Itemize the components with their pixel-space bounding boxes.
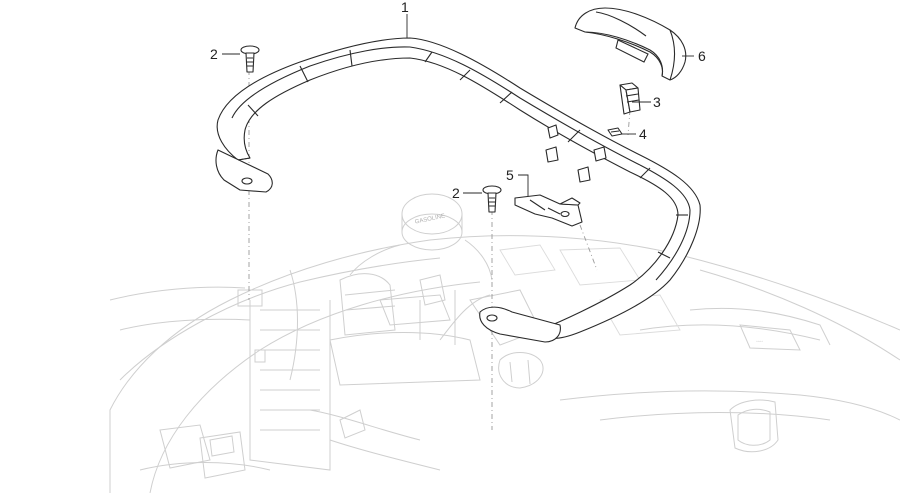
part-6-cover	[574, 7, 687, 81]
scooter-body-background: ◦◦◦◦ GASOLINE	[109, 193, 900, 493]
callout-4: 4	[639, 126, 647, 142]
callout-2-lower: 2	[452, 185, 460, 201]
callout-3: 3	[653, 94, 661, 110]
callout-1: 1	[401, 0, 409, 15]
part-2-screw-lower	[482, 185, 502, 213]
leader-lines	[222, 14, 694, 196]
part-2-screw-upper	[240, 45, 260, 73]
callout-6: 6	[698, 48, 706, 64]
callout-2-upper: 2	[210, 46, 218, 62]
part-5-bracket	[514, 194, 583, 227]
part-4-nut	[607, 127, 623, 137]
part-3-bolt	[619, 82, 641, 115]
callout-5: 5	[506, 167, 514, 183]
body-logo-mark: ◦◦◦◦	[756, 339, 763, 345]
part-1-grab-handle	[215, 37, 701, 343]
